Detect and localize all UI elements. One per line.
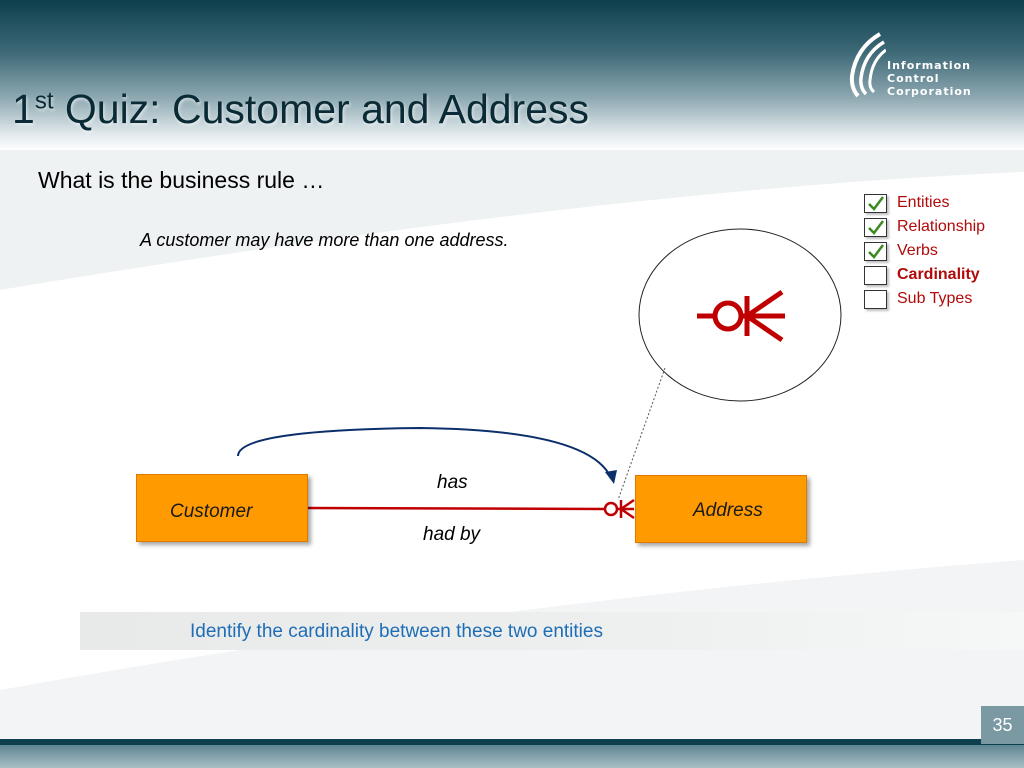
entity-customer-label: Customer [170,501,253,522]
checklist-item: Verbs [864,239,985,263]
zero-or-many-enlarged-icon [697,289,785,343]
footer-band [0,745,1024,768]
checklist-label: Entities [897,194,950,211]
question-text: What is the business rule … [38,167,325,193]
checklist-item: Relationship [864,215,985,239]
checklist-label: Cardinality [897,266,980,283]
slide-title: 1st Quiz: Customer and Address [12,86,589,133]
checklist-label: Relationship [897,218,986,235]
relationship-line [305,506,606,511]
checklist-label: Verbs [897,242,938,259]
logo-line-3: Corporation [887,85,972,98]
entity-address-label: Address [693,500,763,521]
checklist-label: Sub Types [897,290,973,307]
page-number: 35 [981,706,1024,744]
callout-dotted-line [617,367,666,501]
entity-address[interactable]: Address [635,475,807,543]
checkmark-icon [868,195,884,211]
checklist-item: Entities [864,191,985,215]
instruction-text: Identify the cardinality between these t… [190,621,603,642]
checklist-item: Sub Types [864,287,985,311]
verb-had-by: had by [423,524,481,545]
checkmark-icon [868,243,884,259]
verb-has: has [437,472,468,493]
business-rule-text: A customer may have more than one addres… [140,230,509,250]
logo-swirl-icon [849,32,886,98]
title-rest: Quiz: Customer and Address [53,86,590,132]
arrow-head-icon [605,470,617,484]
title-main: 1 [12,86,35,132]
footer-line [0,739,1024,745]
checkbox-checked[interactable] [864,193,887,213]
checklist-item: Cardinality [864,263,985,287]
zero-or-many-icon [603,498,635,520]
checkbox-empty[interactable] [864,289,887,309]
checkbox-checked[interactable] [864,217,887,237]
entity-customer[interactable]: Customer [136,474,308,542]
checkbox-empty[interactable] [864,265,887,285]
instruction-bar [80,612,1024,650]
checkbox-checked[interactable] [864,241,887,261]
logo-line-1: Information [887,59,971,72]
checkmark-icon [868,219,884,235]
title-superscript: st [34,87,54,115]
logo-text: Information Control Corporation [887,59,972,98]
curved-arrow [237,426,612,479]
logo-line-2: Control [887,72,940,85]
